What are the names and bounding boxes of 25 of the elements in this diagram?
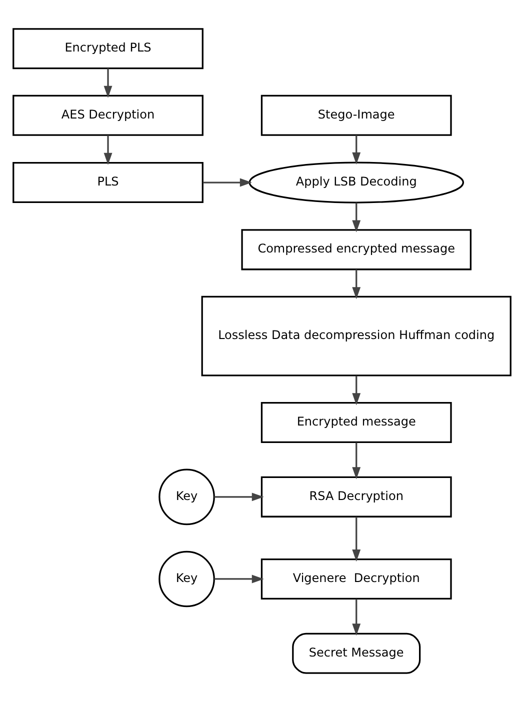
arrow	[202, 178, 252, 187]
arrow	[214, 492, 264, 502]
arrow	[103, 68, 112, 98]
node-box: AES Decryption	[12, 94, 203, 136]
node-box: PLS	[12, 162, 203, 204]
node-box: Compressed encrypted message	[240, 229, 471, 270]
node-box: Stego-Image	[260, 94, 452, 136]
node-ellipse: Apply LSB Decoding	[248, 162, 464, 204]
arrow	[352, 135, 360, 164]
node-box: Encrypted PLS	[12, 28, 203, 70]
arrow	[352, 442, 360, 480]
node-circle: Key	[158, 468, 214, 526]
arrow	[352, 376, 360, 406]
arrow	[352, 202, 360, 232]
arrow	[352, 599, 360, 636]
arrow	[214, 574, 264, 584]
node-box: Vigenere Decryption	[260, 558, 452, 600]
node-box: Encrypted message	[260, 402, 452, 444]
node-box: RSA Decryption	[260, 476, 452, 518]
arrow	[103, 135, 112, 165]
arrow	[352, 269, 360, 300]
node-box: Secret Message	[292, 632, 420, 674]
node-box: Lossless Data decompression Huffman coding	[200, 296, 511, 376]
node-circle: Key	[158, 550, 214, 608]
arrow	[352, 516, 360, 562]
